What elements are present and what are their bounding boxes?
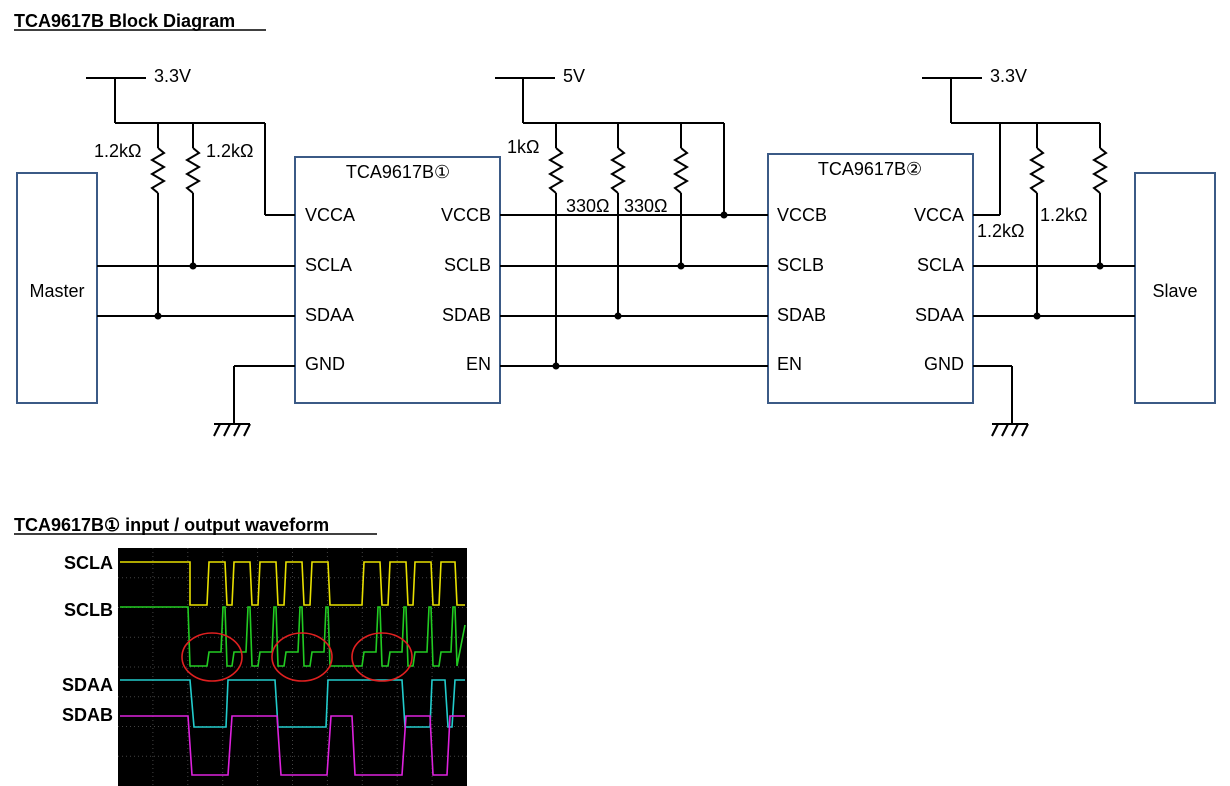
chip1-pin-en: EN bbox=[466, 354, 491, 374]
junction-dot bbox=[614, 312, 622, 320]
chip2-pin-gnd: GND bbox=[924, 354, 964, 374]
chip1-pin-sdaa: SDAA bbox=[305, 305, 354, 325]
junction-dot bbox=[1096, 262, 1104, 270]
master-label: Master bbox=[29, 281, 84, 301]
junction-dot bbox=[189, 262, 197, 270]
chip1-tca9617b bbox=[294, 156, 501, 404]
waveform-label-scla: SCLA bbox=[64, 553, 113, 573]
junction-dot bbox=[552, 362, 560, 370]
chip2-pin-en: EN bbox=[777, 354, 802, 374]
chip2-pin-sdab: SDAB bbox=[777, 305, 826, 325]
waveform-label-sclb: SCLB bbox=[64, 600, 113, 620]
ground-symbol-left bbox=[213, 365, 295, 437]
slave-label: Slave bbox=[1152, 281, 1197, 301]
highlight-ellipse bbox=[181, 632, 243, 682]
sdab-trace bbox=[120, 715, 465, 776]
waveform-label-sdaa: SDAA bbox=[62, 675, 113, 695]
highlight-ellipse bbox=[351, 632, 413, 682]
middle-supply-network bbox=[495, 77, 725, 366]
junction-dot bbox=[154, 312, 162, 320]
slave-device bbox=[1134, 172, 1216, 404]
chip1-pin-vcca: VCCA bbox=[305, 205, 355, 225]
chip1-pin-sdab: SDAB bbox=[442, 305, 491, 325]
highlight-ellipse bbox=[271, 632, 333, 682]
resistor-left-1-label: 1.2kΩ bbox=[94, 141, 141, 161]
chip2-pin-scla: SCLA bbox=[917, 255, 964, 275]
resistor-right-1-label: 1.2kΩ bbox=[977, 221, 1024, 241]
supply-middle-label: 5V bbox=[563, 66, 585, 86]
master-device bbox=[16, 172, 98, 404]
chip1-pin-vccb: VCCB bbox=[441, 205, 491, 225]
left-supply-network bbox=[86, 77, 295, 316]
resistor-mid-2-label: 330Ω bbox=[566, 196, 610, 216]
sclb-trace bbox=[120, 606, 466, 667]
chip2-pin-vcca: VCCA bbox=[914, 205, 964, 225]
chip2-title: TCA9617B② bbox=[818, 159, 922, 179]
chip1-title: TCA9617B① bbox=[346, 162, 450, 182]
chip2-pin-sclb: SCLB bbox=[777, 255, 824, 275]
waveform-label-sdab: SDAB bbox=[62, 705, 113, 725]
junction-dot bbox=[677, 262, 685, 270]
chip1-pin-scla: SCLA bbox=[305, 255, 352, 275]
block-diagram-title: TCA9617B Block Diagram bbox=[14, 11, 235, 31]
waveform-title: TCA9617B① input / output waveform bbox=[14, 515, 329, 535]
resistor-mid-1-label: 1kΩ bbox=[507, 137, 539, 157]
supply-left-label: 3.3V bbox=[154, 66, 191, 86]
scla-trace bbox=[120, 561, 465, 606]
junction-dot bbox=[1033, 312, 1041, 320]
supply-right-label: 3.3V bbox=[990, 66, 1027, 86]
chip2-tca9617b bbox=[767, 153, 974, 404]
chip1-pin-gnd: GND bbox=[305, 354, 345, 374]
chip2-pin-vccb: VCCB bbox=[777, 205, 827, 225]
resistor-left-2-label: 1.2kΩ bbox=[206, 141, 253, 161]
ground-symbol-right bbox=[973, 365, 1029, 437]
resistor-right-2-label: 1.2kΩ bbox=[1040, 205, 1087, 225]
chip2-pin-sdaa: SDAA bbox=[915, 305, 964, 325]
chip1-pin-sclb: SCLB bbox=[444, 255, 491, 275]
oscilloscope-screen bbox=[118, 548, 467, 786]
junction-dot bbox=[720, 211, 728, 219]
resistor-mid-3-label: 330Ω bbox=[624, 196, 668, 216]
right-supply-network bbox=[922, 77, 1108, 316]
